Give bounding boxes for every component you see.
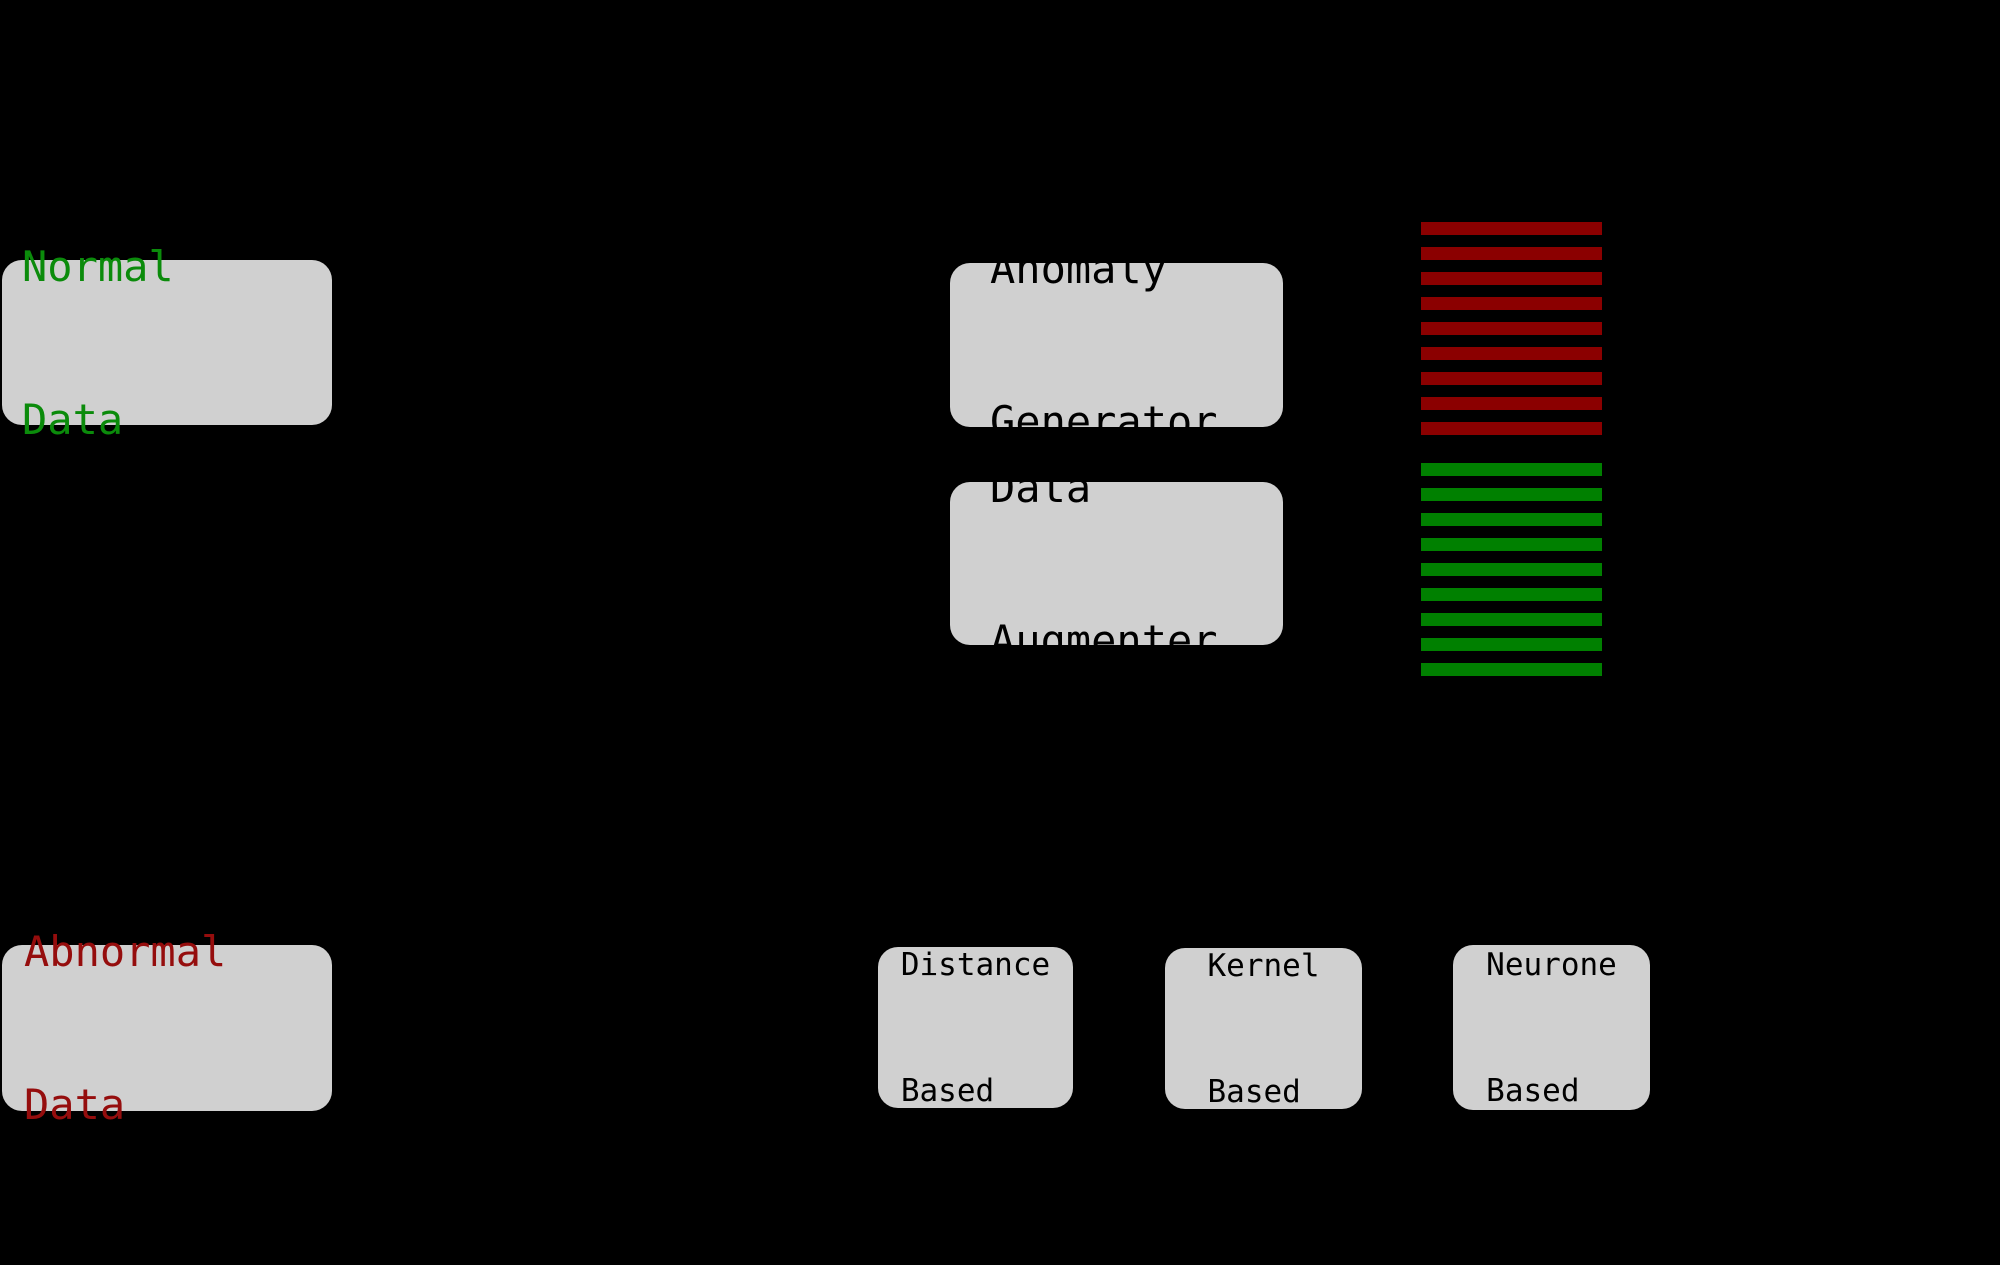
node-label: Data Augmenter — [990, 360, 1218, 768]
node-neurone-based: Neurone Based — [1453, 945, 1650, 1110]
node-kernel-based: Kernel Based — [1165, 948, 1362, 1110]
data-sample-stripe — [1421, 488, 1602, 501]
data-sample-stripe — [1421, 638, 1602, 651]
node-distance-based: Distance Based — [878, 947, 1073, 1109]
data-sample-stripe — [1421, 372, 1602, 385]
node-label: Anomaly Generator — [990, 141, 1218, 549]
augmented-samples-stack — [1421, 463, 1602, 676]
data-sample-stripe — [1421, 347, 1602, 360]
node-label-line: Based — [900, 1072, 995, 1109]
node-label-line: Anomaly — [990, 244, 1168, 293]
node-label-line: Based — [1207, 1073, 1301, 1110]
data-sample-stripe — [1421, 297, 1602, 310]
node-label-line: Based — [1486, 1072, 1580, 1109]
data-sample-stripe — [1421, 563, 1602, 576]
node-label-line: Normal — [22, 241, 174, 291]
data-sample-stripe — [1421, 538, 1602, 551]
node-label-line: Generator — [990, 397, 1218, 446]
node-label: Kernel Based — [1208, 861, 1320, 1197]
data-sample-stripe — [1421, 397, 1602, 410]
data-sample-stripe — [1421, 272, 1602, 285]
data-sample-stripe — [1421, 588, 1602, 601]
node-label-line: Data — [24, 1080, 126, 1129]
node-label-line: Data — [990, 462, 1092, 512]
node-label-line: Augmenter — [990, 615, 1218, 665]
data-sample-stripe — [1421, 513, 1602, 526]
node-data-augmenter: Data Augmenter — [950, 463, 1283, 665]
node-label-line: Kernel — [1207, 947, 1320, 984]
node-label: Distance Based — [901, 860, 1050, 1196]
data-sample-stripe — [1421, 463, 1602, 476]
node-label-line: Neurone — [1486, 946, 1617, 983]
data-sample-stripe — [1421, 663, 1602, 676]
data-sample-stripe — [1421, 247, 1602, 260]
anomalous-samples-stack — [1421, 222, 1602, 435]
node-label-line: Data — [22, 394, 124, 444]
node-anomaly-generator: Anomaly Generator — [950, 244, 1283, 446]
node-label: Abnormal Data — [24, 824, 226, 1232]
node-normal-data: Normal Data — [2, 242, 332, 444]
node-label-line: Distance — [900, 946, 1051, 983]
data-sample-stripe — [1421, 222, 1602, 235]
data-sample-stripe — [1421, 422, 1602, 435]
node-label: Neurone Based — [1486, 860, 1617, 1196]
node-label: Normal Data — [22, 139, 174, 547]
data-sample-stripe — [1421, 613, 1602, 626]
data-sample-stripe — [1421, 322, 1602, 335]
node-abnormal-data: Abnormal Data — [2, 927, 332, 1129]
node-label-line: Abnormal — [24, 927, 227, 976]
